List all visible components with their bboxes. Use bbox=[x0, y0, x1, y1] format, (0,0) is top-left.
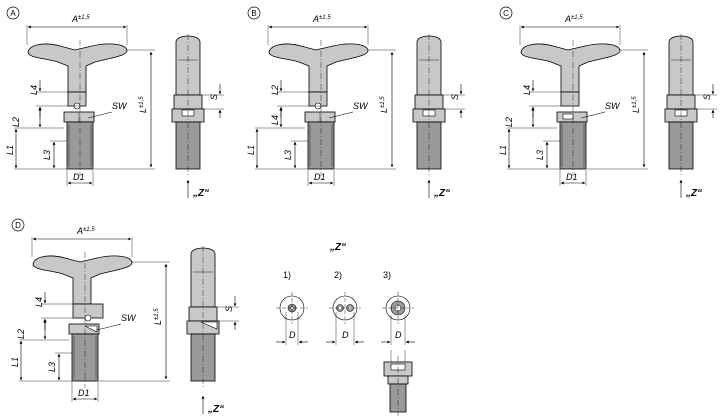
dim-l3-label: L3 bbox=[47, 362, 57, 372]
dim-l3-label: L3 bbox=[283, 150, 293, 160]
variant-c: C A±1,5 L±1,5 L4 L2 L1 L3 SW bbox=[498, 6, 717, 199]
dim-s-label: S bbox=[224, 306, 234, 312]
variant-marker-label: A bbox=[10, 9, 16, 18]
t-handle bbox=[268, 43, 369, 93]
dim-d-label: D bbox=[342, 330, 349, 340]
t-handle bbox=[520, 43, 621, 93]
variant-marker-label: D bbox=[15, 221, 21, 230]
dim-sw-label: SW bbox=[353, 101, 369, 111]
side-view: S „Z“ bbox=[171, 34, 224, 199]
dim-sw-label: SW bbox=[121, 313, 137, 323]
dim-d1-label: D1 bbox=[73, 172, 85, 182]
dim-d1-label: D1 bbox=[78, 388, 90, 398]
view-z-label: „Z“ bbox=[433, 188, 450, 199]
dim-l1-label: L1 bbox=[498, 145, 508, 155]
variant-d: D A±1,5 L±1,5 L4 L2 L1 L3 SW bbox=[10, 218, 239, 415]
dim-d-label: D bbox=[395, 330, 402, 340]
option-number: 2) bbox=[334, 270, 342, 280]
dim-l3-label: L3 bbox=[535, 150, 545, 160]
dim-a-label: A±1,5 bbox=[312, 14, 331, 24]
z-option-1: 1) D bbox=[276, 270, 308, 345]
dim-l3-label: L3 bbox=[42, 150, 52, 160]
dim-l2-label: L2 bbox=[11, 117, 21, 127]
variant-marker-label: B bbox=[251, 9, 256, 18]
side-view: S „Z“ bbox=[664, 34, 717, 199]
dim-d1-label: D1 bbox=[314, 172, 326, 182]
option-number: 3) bbox=[383, 270, 391, 280]
dim-sw-label: SW bbox=[112, 101, 128, 111]
dim-l4-label: L4 bbox=[29, 85, 39, 95]
z-option-3: 3) D bbox=[381, 270, 415, 416]
side-view: S „Z“ bbox=[186, 246, 239, 415]
dim-a-label: A±1,5 bbox=[76, 226, 95, 236]
dim-l4-label: L4 bbox=[270, 115, 280, 125]
variant-a: A A±1,5 L±1,5 L4 L2 bbox=[5, 6, 224, 199]
option-number: 1) bbox=[283, 270, 291, 280]
variant-marker-label: C bbox=[503, 9, 509, 18]
dim-l-label: L±1,5 bbox=[153, 308, 163, 325]
view-z-panel: „Z“ 1) D 2) bbox=[276, 242, 415, 416]
view-z-label: „Z“ bbox=[685, 188, 702, 199]
option-3-section bbox=[383, 350, 413, 416]
dim-l1-label: L1 bbox=[5, 145, 15, 155]
dim-l-label: L±1,5 bbox=[631, 96, 641, 113]
dim-s-label: S bbox=[450, 94, 460, 100]
t-handle bbox=[32, 255, 133, 305]
dim-l2-label: L2 bbox=[504, 117, 514, 127]
dim-l4-label: L4 bbox=[522, 85, 532, 95]
dim-d-label: D bbox=[289, 330, 296, 340]
dim-sw-label: SW bbox=[605, 101, 621, 111]
dim-s-label: S bbox=[702, 94, 712, 100]
variant-marker: A bbox=[6, 6, 20, 20]
dim-s-label: S bbox=[209, 94, 219, 100]
dim-l1-label: L1 bbox=[246, 145, 256, 155]
t-handle bbox=[27, 43, 128, 93]
side-view: S „Z“ bbox=[412, 34, 465, 199]
dim-a-label: A±1,5 bbox=[71, 14, 90, 24]
dim-l2-label: L2 bbox=[270, 85, 280, 95]
dim-l-label: L±1,5 bbox=[138, 96, 148, 113]
dim-l-label: L±1,5 bbox=[379, 96, 389, 113]
z-option-2: 2) D bbox=[326, 270, 364, 345]
dim-l1-label: L1 bbox=[10, 357, 20, 367]
dim-l2-label: L2 bbox=[16, 329, 26, 339]
view-z-label: „Z“ bbox=[192, 188, 209, 199]
collar bbox=[560, 91, 580, 107]
view-z-label: „Z“ bbox=[207, 404, 224, 415]
dim-l4-label: L4 bbox=[34, 297, 44, 307]
dim-d1-label: D1 bbox=[566, 172, 578, 182]
variant-marker: B bbox=[247, 6, 261, 20]
view-z-title: „Z“ bbox=[329, 242, 346, 253]
variant-marker: D bbox=[11, 218, 25, 232]
variant-b: B A±1,5 L±1,5 L2 L4 L1 L3 S bbox=[246, 6, 465, 199]
variant-marker: C bbox=[499, 6, 513, 20]
dim-a-label: A±1,5 bbox=[564, 14, 583, 24]
